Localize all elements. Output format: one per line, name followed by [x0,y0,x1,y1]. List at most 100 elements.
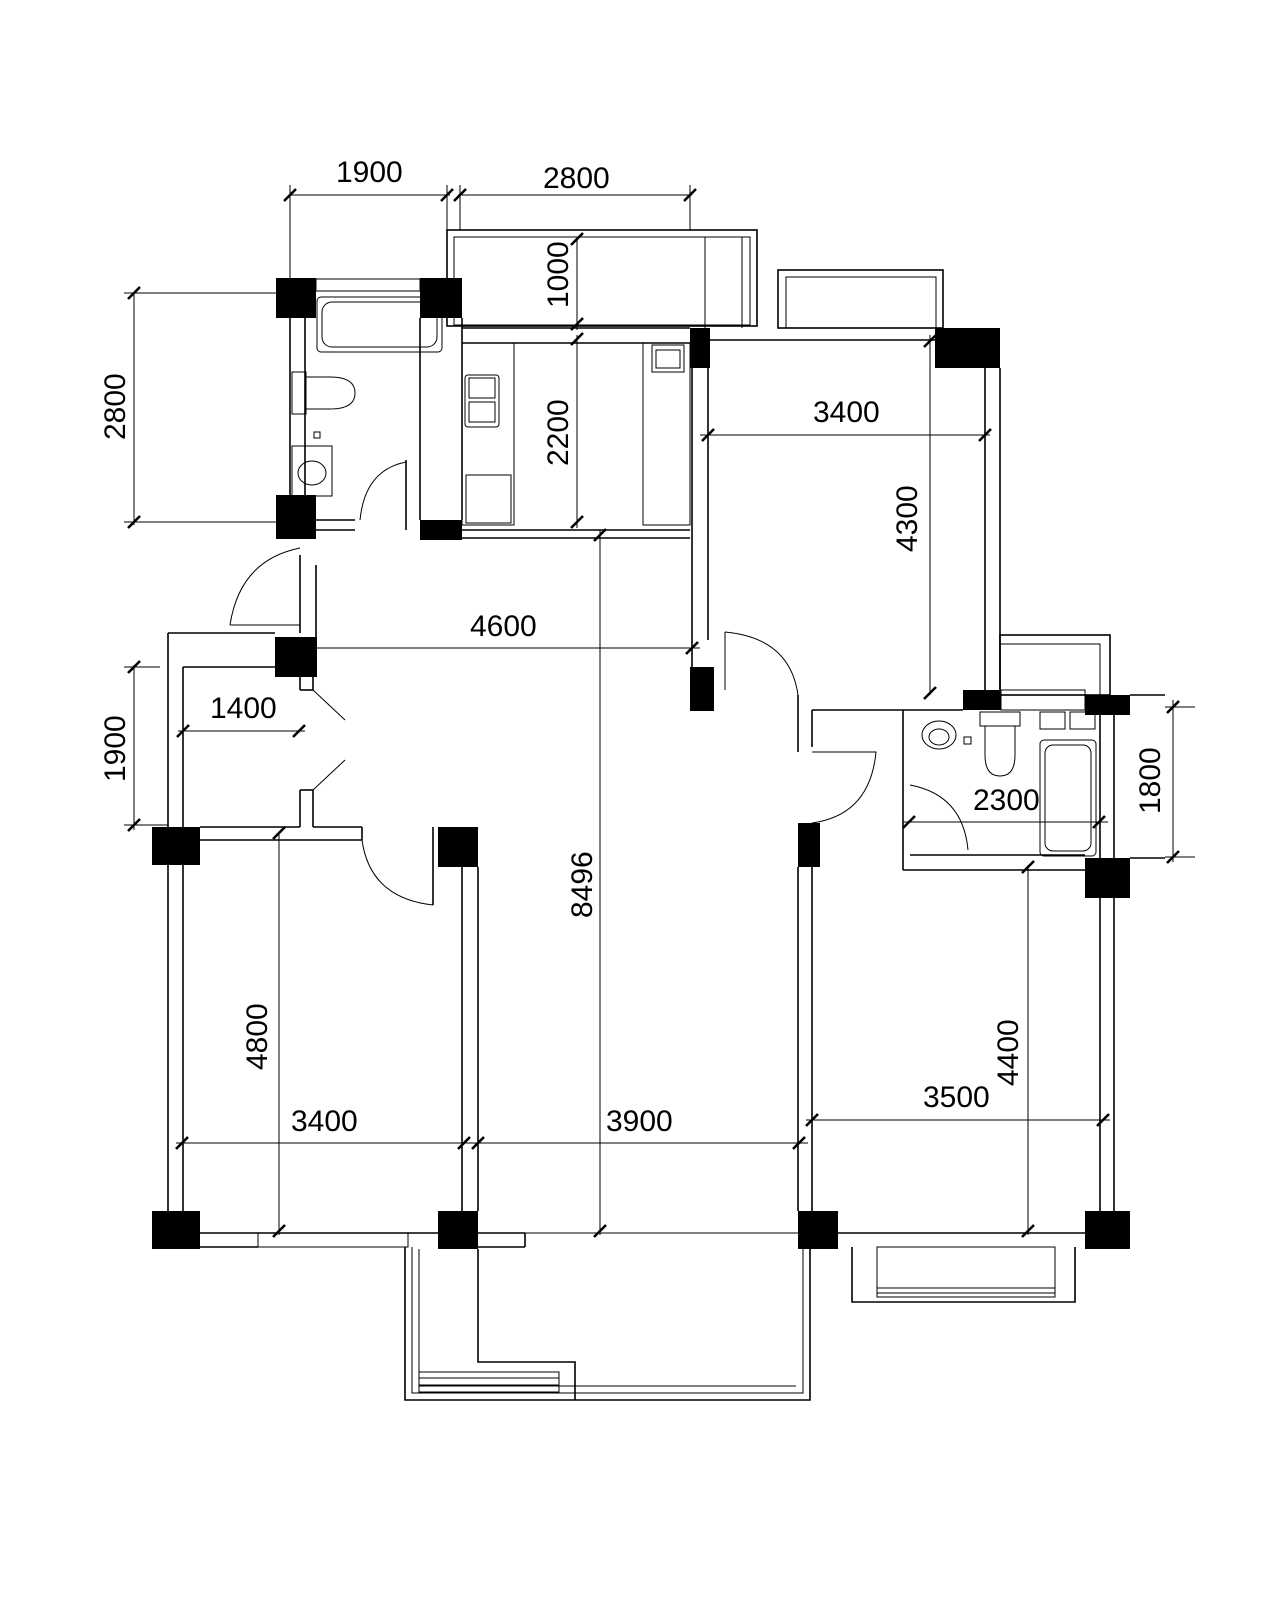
dim-label-bedroom-ne-depth: 4300 [891,485,924,552]
dimension-tick [175,1136,189,1150]
sink [928,728,950,746]
balcony [453,236,751,326]
dimension-tick [453,188,467,202]
balcony [999,643,1101,696]
balcony [411,1247,804,1394]
kitchen-sink [464,374,500,428]
toilet [305,376,356,410]
dimension-tick [593,528,607,542]
dim-label-living-width: 4600 [470,610,537,643]
door-swing [229,547,301,626]
balcony [404,1247,811,1401]
dimension-tick [440,188,454,202]
window [1000,689,1086,711]
structural-columns [152,278,1130,1249]
dimension-tick [127,515,141,529]
column [276,495,316,539]
dimension-tick [570,515,584,529]
column [690,667,714,711]
dimension-tick [683,188,697,202]
dimension-tick [1021,860,1035,874]
sink [297,460,327,486]
drain [963,736,972,745]
toilet [984,725,1016,777]
stove [651,344,685,373]
shelf [1039,711,1066,730]
balcony [785,276,937,329]
door-swing [361,839,434,906]
balcony [418,1249,796,1387]
dim-label-kitchen-depth: 2200 [542,399,575,466]
dimension-tick [1092,815,1106,829]
column [438,827,478,867]
dimension-tick [1166,850,1180,864]
dimension-tick [805,1113,819,1127]
shelf [1069,711,1096,730]
dimension-tick [570,232,584,246]
dimension-tick [127,818,141,832]
dim-label-overall-depth: 8496 [566,851,599,918]
door-swing [724,631,799,696]
column [1085,695,1130,715]
window [418,1371,560,1393]
door-swing [909,784,969,851]
dim-label-top-left-width: 1900 [336,156,403,189]
window [257,1232,409,1248]
bathtub [1039,739,1097,857]
column [935,328,1000,368]
dimension-tick [301,641,315,655]
stove [655,349,681,369]
column [420,520,462,540]
dimension-tick [457,1136,471,1150]
column [276,278,316,318]
column [152,1211,200,1249]
bathtub [316,296,443,353]
dim-label-top-mid-width: 2800 [543,162,610,195]
dimension-tick [272,1224,286,1238]
dim-label-bath2-depth: 1800 [1134,747,1167,814]
toilet [291,371,307,415]
dimension-tick [272,826,286,840]
cabinet [465,474,512,524]
dimension-tick [902,815,916,829]
dim-label-bedroom-sw-depth: 4800 [241,1003,274,1070]
dim-label-left-upper-height: 2800 [99,373,132,440]
dimension-tick [1021,1224,1035,1238]
fixtures [291,296,1097,857]
door-leaf [312,759,346,791]
dimension-tick [570,332,584,346]
column [798,823,820,867]
column [690,328,710,368]
dimension-tick [685,641,699,655]
dimension-tick [570,317,584,331]
sink [921,720,957,750]
doors [229,461,969,906]
walls [167,229,1165,1401]
counter [461,342,515,526]
dim-label-living-lower-width: 3900 [606,1105,673,1138]
toilet [979,711,1021,727]
dim-label-bedroom-ne-width: 3400 [813,396,880,429]
balcony [777,269,944,329]
dimension-lines [124,185,1195,1238]
dim-label-entry-depth: 1900 [99,715,132,782]
kitchen-sink [468,377,496,399]
window [876,1246,1056,1298]
dimension-tick [176,724,190,738]
bay-window [851,1247,1076,1303]
door-swing [359,461,407,521]
dimension-tick [283,188,297,202]
drain [313,431,321,439]
dimension-tick [978,428,992,442]
column [963,690,1001,710]
dimension-tick [923,334,937,348]
bathtub [321,301,438,348]
dimension-tick [701,428,715,442]
balcony [446,229,758,327]
dim-label-bedroom-se-width: 3500 [923,1081,990,1114]
balcony [477,1249,576,1400]
dim-label-bath2-width: 2300 [973,784,1040,817]
bathtub [1044,744,1092,852]
door-swing [811,751,877,824]
dimension-tick [1096,1113,1110,1127]
